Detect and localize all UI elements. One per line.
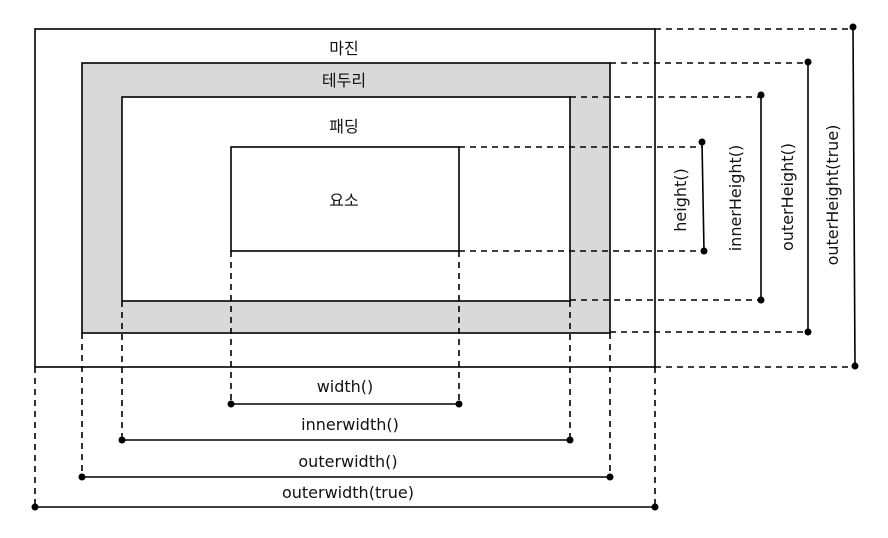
outerwidth-true-dimension (31, 503, 659, 511)
innerheight-dimension (757, 91, 765, 304)
outerheight-dimension (804, 58, 812, 336)
innerheight-label: innerHeight() (726, 145, 745, 252)
height-label: height() (671, 168, 690, 231)
outerheight-true-label: outerHeight(true) (823, 125, 842, 266)
innerwidth-dimension (118, 436, 574, 444)
innerwidth-label: innerwidth() (301, 415, 399, 434)
width-extension-lines (34, 251, 656, 507)
element-label: 요소 (329, 191, 358, 210)
outerwidth-true-label: outerwidth(true) (282, 483, 414, 502)
element-box (230, 146, 460, 252)
height-dimension (698, 138, 708, 255)
outerwidth-label: outerwidth() (298, 452, 397, 471)
outerheight-true-dimension (849, 23, 859, 370)
width-label: width() (317, 377, 374, 396)
width-dimension (227, 400, 463, 408)
height-extension-lines (459, 28, 853, 368)
outerheight-label: outerHeight() (778, 143, 797, 251)
border-label: 테두리 (322, 71, 366, 90)
padding-label: 패딩 (329, 117, 358, 136)
outerwidth-dimension (78, 473, 614, 481)
margin-label: 마진 (329, 39, 358, 58)
